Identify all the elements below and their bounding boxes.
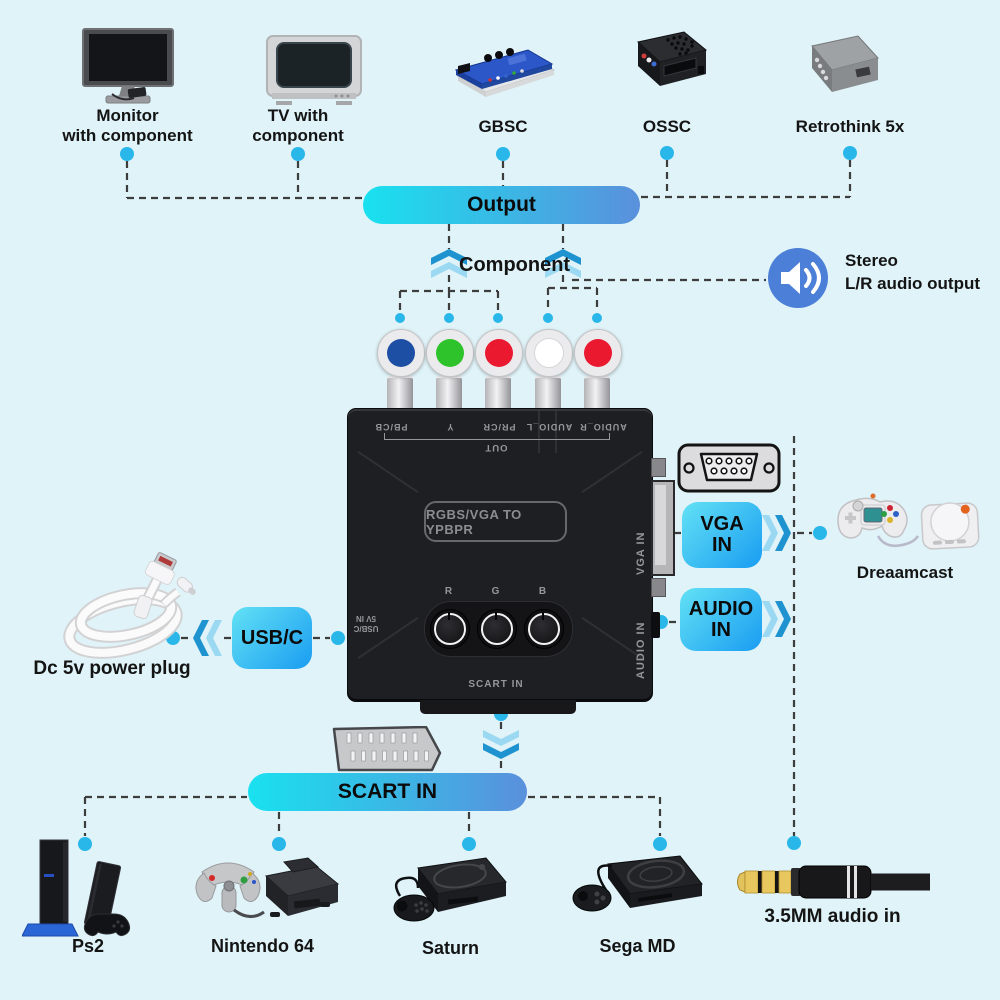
- vga-port: [651, 480, 675, 576]
- rca-jack-y: [426, 329, 474, 377]
- right-chevron-icon: [762, 601, 791, 637]
- vga-connector-icon: [677, 443, 781, 493]
- scart-port-protrusion: [420, 700, 576, 714]
- knob-b: [524, 609, 564, 649]
- usb-side-label: USB/C 5V IN: [353, 613, 379, 633]
- out-group-label: OUT: [484, 442, 508, 453]
- component-dashed-lines: [398, 224, 766, 311]
- audio-jack-image: [737, 865, 930, 899]
- rca-post: [436, 376, 462, 412]
- rca-post: [584, 376, 610, 412]
- sega-md-label: Sega MD: [599, 936, 676, 956]
- tv-image: [266, 35, 362, 105]
- gbsc-label: GBSC: [478, 117, 528, 136]
- monitor-label: Monitor with component: [62, 106, 193, 146]
- knob-r: [430, 609, 470, 649]
- audio-side-label: AUDIO IN: [635, 621, 647, 680]
- knob-label-g: G: [491, 586, 501, 597]
- speaker-icon: [768, 248, 828, 308]
- gbsc-image: [454, 48, 556, 97]
- audio-jack-label: 3.5MM audio in: [764, 906, 901, 927]
- ps2-label: Ps2: [71, 936, 105, 956]
- ossc-label: OSSC: [642, 117, 692, 136]
- saturn-image: [393, 857, 507, 922]
- rca-jack-pr: [475, 329, 523, 377]
- monitor-image: [82, 28, 174, 104]
- port-label-audio-r: AUDIO_R: [579, 422, 627, 432]
- vga-screw-post: [651, 578, 666, 597]
- port-label-audio-l: AUDIO_L: [525, 422, 573, 432]
- stereo-label: Stereo L/R audio output: [845, 251, 981, 293]
- bottom-dashed-lines: [83, 722, 662, 836]
- output-pill: Output: [363, 186, 640, 224]
- right-column-dashed-lines: [669, 436, 812, 836]
- audio-port-nub: [651, 612, 660, 638]
- top-dashed-lines: [125, 160, 852, 200]
- scart-port-label: SCART IN: [468, 679, 524, 690]
- retrothink-image: [811, 35, 879, 92]
- tv-label: TV with component: [252, 106, 344, 146]
- n64-image: [195, 857, 340, 918]
- power-cable-image: [63, 552, 196, 659]
- knob-g: [477, 609, 517, 649]
- rca-jack-audio-r: [574, 329, 622, 377]
- device-emblem: RGBS/VGA TO YPBPR: [424, 501, 567, 542]
- ossc-image: [636, 31, 708, 86]
- saturn-label: Saturn: [421, 938, 479, 958]
- dreamcast-image: [837, 493, 980, 550]
- rca-jack-audio-l: [525, 329, 573, 377]
- vga-side-label: VGA IN: [635, 531, 647, 576]
- n64-label: Nintendo 64: [210, 936, 314, 956]
- rca-jack-pb: [377, 329, 425, 377]
- connector-dots: [78, 146, 857, 851]
- rca-post: [387, 376, 413, 412]
- audio-in-callout: AUDIO IN: [680, 588, 762, 651]
- vga-in-callout: VGA IN: [682, 502, 762, 568]
- retrothink-label: Retrothink 5x: [795, 117, 905, 136]
- ps2-image: [22, 839, 131, 937]
- scart-connector-icon: [332, 726, 442, 772]
- dreamcast-label: Dreaamcast: [856, 563, 954, 582]
- port-label-pbcb: PB/CB: [374, 422, 408, 432]
- down-chevron-icon: [483, 730, 519, 759]
- power-cable-label: Dc 5v power plug: [33, 658, 191, 679]
- out-bracket: [384, 433, 610, 440]
- converter-device: PB/CB Y PR/CR AUDIO_L AUDIO_R OUT RGBS/V…: [347, 408, 653, 702]
- sega-md-image: [572, 855, 703, 912]
- usb-callout: USB/C: [232, 607, 312, 669]
- knob-label-b: B: [538, 586, 548, 597]
- knob-label-r: R: [444, 586, 454, 597]
- component-label: Component: [459, 254, 571, 276]
- rca-post: [535, 376, 561, 412]
- right-chevron-icon: [762, 515, 791, 551]
- scart-in-pill: SCART IN: [248, 773, 527, 811]
- rca-post: [485, 376, 511, 412]
- vga-screw-post: [651, 458, 666, 477]
